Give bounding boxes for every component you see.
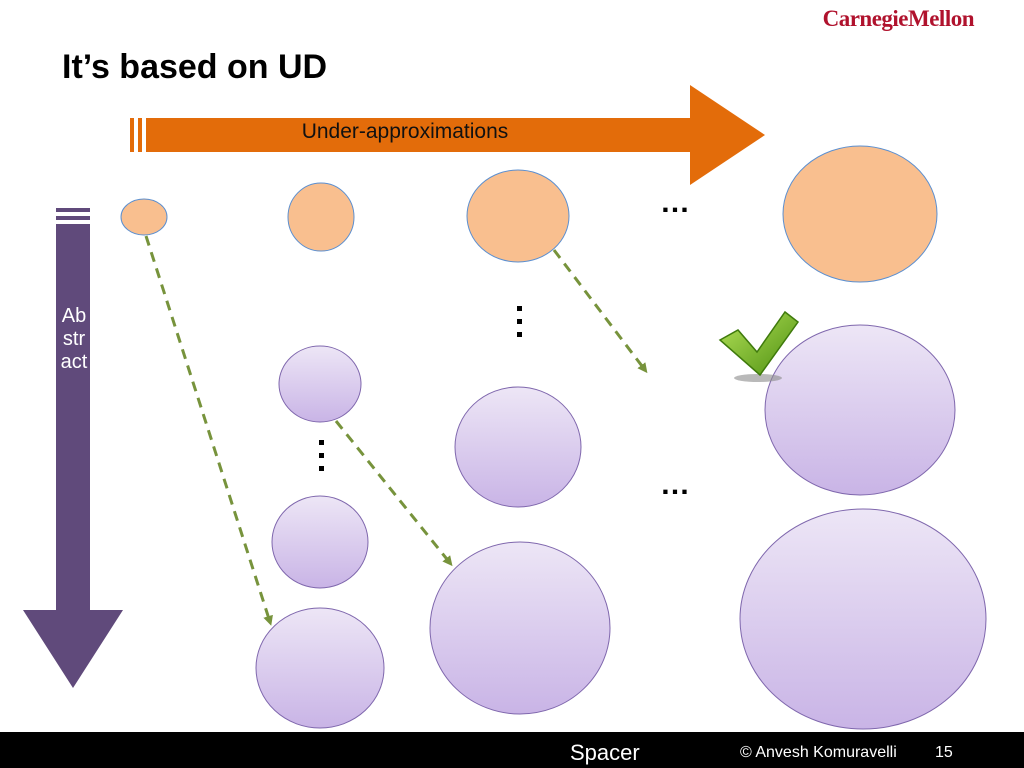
under-approx-circle-2 bbox=[287, 182, 355, 252]
footer-copyright: © Anvesh Komuravelli bbox=[740, 744, 897, 761]
abstract-circle-col4-row2 bbox=[739, 508, 987, 730]
checkmark-icon bbox=[718, 310, 800, 382]
abstract-circle-col4-row1 bbox=[764, 324, 956, 496]
horizontal-ellipsis-top: … bbox=[660, 186, 690, 219]
abstract-circle-col3-row1 bbox=[454, 386, 582, 508]
footer-bar: Spacer © Anvesh Komuravelli 15 bbox=[0, 732, 1024, 768]
abstract-circle-col2-row2 bbox=[271, 495, 369, 589]
abstract-circle-col2-row1 bbox=[278, 345, 362, 423]
abstract-circle-col3-row2 bbox=[429, 541, 611, 715]
under-approx-circle-3 bbox=[466, 169, 570, 263]
slide-title: It’s based on UD bbox=[62, 48, 328, 86]
dashed-arrow-1 bbox=[144, 235, 273, 626]
under-approx-circle-1 bbox=[120, 198, 168, 236]
under-approximations-arrow bbox=[130, 85, 765, 185]
under-approximations-label: Under-approximations bbox=[301, 120, 509, 143]
carnegie-mellon-logo: CarnegieMellon bbox=[822, 6, 975, 31]
footer-page-number: 15 bbox=[935, 744, 953, 761]
horizontal-ellipsis-middle: … bbox=[660, 468, 690, 501]
dashed-arrow-2 bbox=[334, 420, 453, 567]
abstract-circle-col2-row3 bbox=[255, 607, 385, 729]
footer-topic: Spacer bbox=[570, 740, 640, 765]
abstract-label: Abstract bbox=[60, 305, 88, 373]
vertical-ellipsis-col2 bbox=[316, 440, 326, 471]
under-approx-circle-4 bbox=[782, 145, 938, 283]
abstract-arrow bbox=[23, 208, 123, 688]
vertical-ellipsis-col3 bbox=[514, 306, 524, 337]
dashed-arrow-3 bbox=[552, 249, 648, 374]
